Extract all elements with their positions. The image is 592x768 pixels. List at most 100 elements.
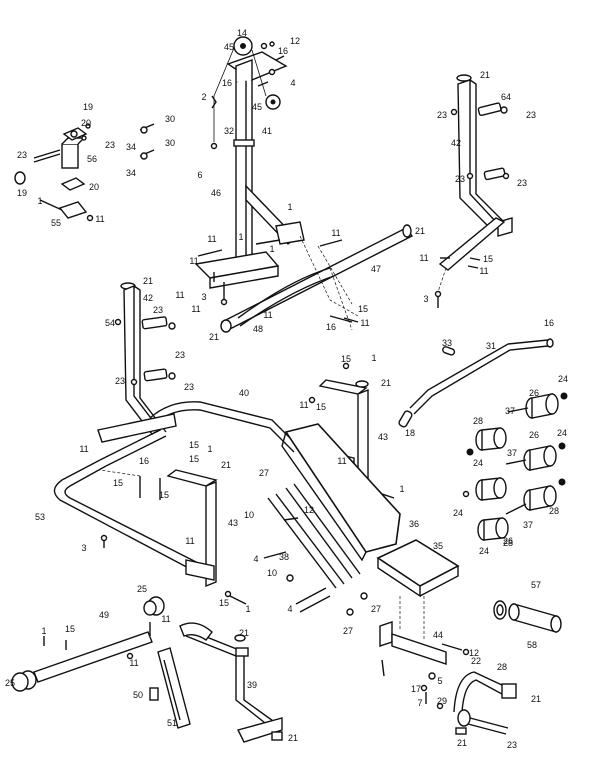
callout-label: 16 [326, 322, 336, 332]
callout-label: 11 [479, 266, 488, 276]
callout-label: 21 [288, 733, 298, 743]
callout-label: 33 [442, 338, 452, 348]
callout-label: 18 [405, 428, 415, 438]
callout-label: 6 [197, 170, 202, 180]
callout-label: 41 [262, 126, 272, 136]
callout-label: 23 [184, 382, 194, 392]
callout-label: 12 [290, 36, 300, 46]
callout-label: 21 [239, 628, 249, 638]
callout-label: 21 [381, 378, 391, 388]
callout-label: 1 [238, 232, 243, 242]
callout-label: 4 [253, 554, 258, 564]
callout-label: 24 [557, 428, 567, 438]
callout-label: 27 [259, 468, 269, 478]
callout-label: 1 [37, 196, 42, 206]
bench-pads [263, 423, 460, 640]
callout-label: 32 [224, 126, 234, 136]
callout-label: 11 [263, 310, 272, 320]
callout-label: 64 [501, 92, 511, 102]
callout-label: 34 [126, 142, 136, 152]
callout-label: 28 [549, 506, 559, 516]
callout-label: 15 [189, 440, 199, 450]
right-upright-assembly [434, 74, 513, 308]
callout-label: 47 [371, 264, 381, 274]
callout-label: 24 [453, 508, 463, 518]
callout-label: 55 [51, 218, 61, 228]
callout-label: 23 [526, 110, 536, 120]
callout-label: 29 [437, 696, 447, 706]
callout-label: 20 [81, 118, 91, 128]
callout-label: 10 [267, 568, 277, 578]
callout-label: 15 [159, 490, 169, 500]
callout-label: 15 [65, 624, 75, 634]
callout-label: 16 [139, 456, 149, 466]
callout-label: 28 [503, 538, 513, 548]
callout-label: 42 [143, 293, 153, 303]
callout-label: 7 [417, 698, 422, 708]
callout-label: 3 [81, 543, 86, 553]
callout-label: 22 [471, 656, 481, 666]
callout-label: 21 [209, 332, 219, 342]
callout-label: 1 [399, 484, 404, 494]
callout-label: 1 [371, 353, 376, 363]
callout-label: 57 [531, 580, 541, 590]
callout-label: 1 [41, 626, 46, 636]
callout-label: 11 [360, 318, 369, 328]
callout-label: 26 [529, 430, 539, 440]
callout-label: 49 [99, 610, 109, 620]
callout-label: 10 [244, 510, 254, 520]
front-roller-assembly [11, 596, 283, 743]
foam-grip-set [493, 600, 562, 633]
callout-label: 45 [224, 42, 234, 52]
callout-label: 46 [211, 188, 221, 198]
callout-label: 11 [189, 256, 198, 266]
leg-developer-assembly [398, 338, 568, 541]
callout-label: 17 [411, 684, 421, 694]
callout-label: 20 [89, 182, 99, 192]
callout-label: 11 [175, 290, 184, 300]
callout-label: 1 [245, 604, 250, 614]
callout-label: 11 [185, 536, 194, 546]
callout-label: 11 [79, 444, 88, 454]
leg-lift-assembly [379, 621, 517, 735]
callout-label: 21 [143, 276, 153, 286]
callout-label: 11 [95, 214, 104, 224]
callout-label: 25 [5, 678, 15, 688]
callout-label: 27 [343, 626, 353, 636]
callout-label: 12 [469, 648, 479, 658]
callout-label: 16 [222, 78, 232, 88]
callout-label: 2 [201, 92, 206, 102]
callout-label: 44 [433, 630, 443, 640]
callout-label: 15 [341, 354, 351, 364]
callout-label: 40 [239, 388, 249, 398]
callout-label: 23 [517, 178, 527, 188]
callout-label: 5 [437, 676, 442, 686]
callout-label: 15 [189, 454, 199, 464]
callout-label: 24 [479, 546, 489, 556]
callout-label: 19 [17, 188, 27, 198]
callout-label: 56 [87, 154, 97, 164]
callout-label: 21 [531, 694, 541, 704]
callout-label: 16 [544, 318, 554, 328]
callout-label: 30 [165, 138, 175, 148]
callout-label: 11 [419, 253, 428, 263]
callout-label: 28 [497, 662, 507, 672]
callout-label: 11 [207, 234, 216, 244]
callout-label: 27 [371, 604, 381, 614]
callout-label: 15 [358, 304, 368, 314]
callout-label: 1 [269, 244, 274, 254]
callout-label: 31 [486, 341, 496, 351]
callout-label: 21 [415, 226, 425, 236]
callout-label: 58 [527, 640, 537, 650]
callout-label: 23 [153, 305, 163, 315]
callout-label: 35 [433, 541, 443, 551]
callout-label: 39 [247, 680, 257, 690]
callout-label: 30 [165, 114, 175, 124]
callout-label: 26 [503, 536, 513, 546]
callout-label: 11 [161, 614, 170, 624]
callout-label: 15 [483, 254, 493, 264]
callout-label: 11 [191, 304, 200, 314]
callout-label: 12 [304, 505, 314, 515]
callout-label: 23 [17, 150, 27, 160]
callout-label: 1 [287, 202, 292, 212]
